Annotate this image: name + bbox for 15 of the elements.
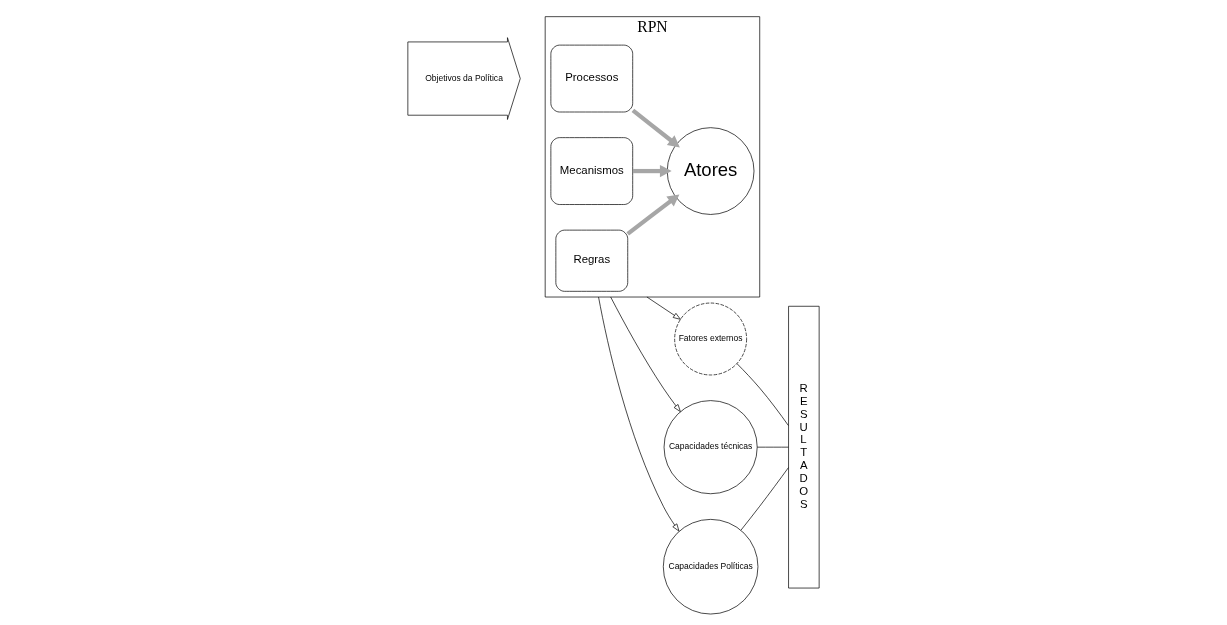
connector bbox=[740, 467, 789, 531]
arrow bbox=[631, 108, 680, 148]
node-circle: Capacidades Políticas bbox=[662, 519, 759, 615]
arrow bbox=[646, 296, 681, 320]
arrow bbox=[610, 296, 681, 412]
connector bbox=[736, 363, 789, 426]
node-box: Mecanismos bbox=[550, 137, 634, 205]
node-box: Processos bbox=[550, 44, 634, 113]
connector bbox=[756, 446, 789, 448]
node-circle: Capacidades técnicas bbox=[663, 400, 758, 495]
node-box: Regras bbox=[555, 229, 629, 292]
arrow bbox=[598, 296, 680, 532]
arrow bbox=[632, 164, 672, 178]
node-box: RESULTADOS bbox=[788, 305, 820, 589]
arrow bbox=[626, 194, 680, 236]
